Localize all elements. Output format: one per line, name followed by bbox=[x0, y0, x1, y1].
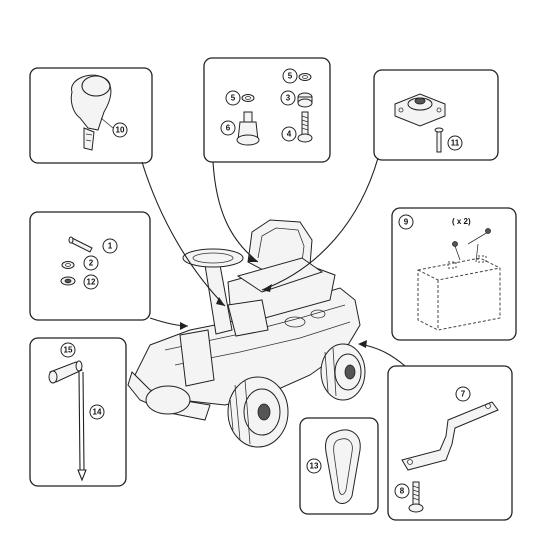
svg-text:9: 9 bbox=[404, 218, 409, 227]
svg-text:2: 2 bbox=[89, 259, 94, 268]
panel-bracket: 7 8 bbox=[387, 365, 513, 521]
callout-14: 14 bbox=[89, 404, 105, 420]
svg-text:3: 3 bbox=[286, 94, 291, 103]
battery-quantity-note: ( x 2) bbox=[452, 217, 471, 226]
leader-lines bbox=[141, 157, 406, 367]
panel-seat-fixings: 5 6 5 3 4 bbox=[203, 57, 331, 163]
panel-grip-handle: 13 bbox=[299, 417, 379, 515]
svg-text:13: 13 bbox=[310, 462, 319, 471]
svg-text:5: 5 bbox=[231, 94, 236, 103]
callout-4: 4 bbox=[281, 126, 297, 142]
callout-11: 11 bbox=[447, 135, 463, 151]
svg-text:5: 5 bbox=[288, 72, 293, 81]
callout-13: 13 bbox=[306, 458, 322, 474]
panel-lift-tool: 15 14 bbox=[29, 337, 127, 487]
callout-15: 15 bbox=[60, 342, 76, 358]
callout-9: 9 bbox=[398, 214, 414, 230]
svg-text:4: 4 bbox=[287, 130, 292, 139]
callout-5-right: 5 bbox=[282, 68, 298, 84]
callout-8: 8 bbox=[394, 483, 410, 499]
callout-7: 7 bbox=[455, 386, 471, 402]
callout-5-left: 5 bbox=[225, 90, 241, 106]
svg-text:8: 8 bbox=[400, 487, 405, 496]
callout-2: 2 bbox=[83, 255, 99, 271]
svg-text:1: 1 bbox=[108, 242, 113, 251]
svg-text:12: 12 bbox=[87, 278, 96, 287]
callout-6: 6 bbox=[220, 120, 236, 136]
panel-key-ignition: 10 bbox=[29, 67, 153, 164]
svg-text:10: 10 bbox=[116, 126, 125, 135]
svg-text:6: 6 bbox=[226, 124, 231, 133]
callout-12: 12 bbox=[83, 274, 99, 290]
svg-text:11: 11 bbox=[451, 139, 460, 148]
panel-pin-washers: 1 2 12 bbox=[29, 211, 151, 321]
svg-text:7: 7 bbox=[461, 390, 466, 399]
svg-text:14: 14 bbox=[93, 408, 102, 417]
callout-1: 1 bbox=[102, 238, 118, 254]
callout-10: 10 bbox=[112, 122, 128, 138]
svg-text:15: 15 bbox=[64, 346, 73, 355]
callout-3: 3 bbox=[280, 90, 296, 106]
riding-mower-illustration bbox=[127, 219, 366, 448]
panel-rubber-mount: 11 bbox=[373, 69, 499, 161]
panel-battery: 9 ( x 2) bbox=[391, 207, 517, 341]
